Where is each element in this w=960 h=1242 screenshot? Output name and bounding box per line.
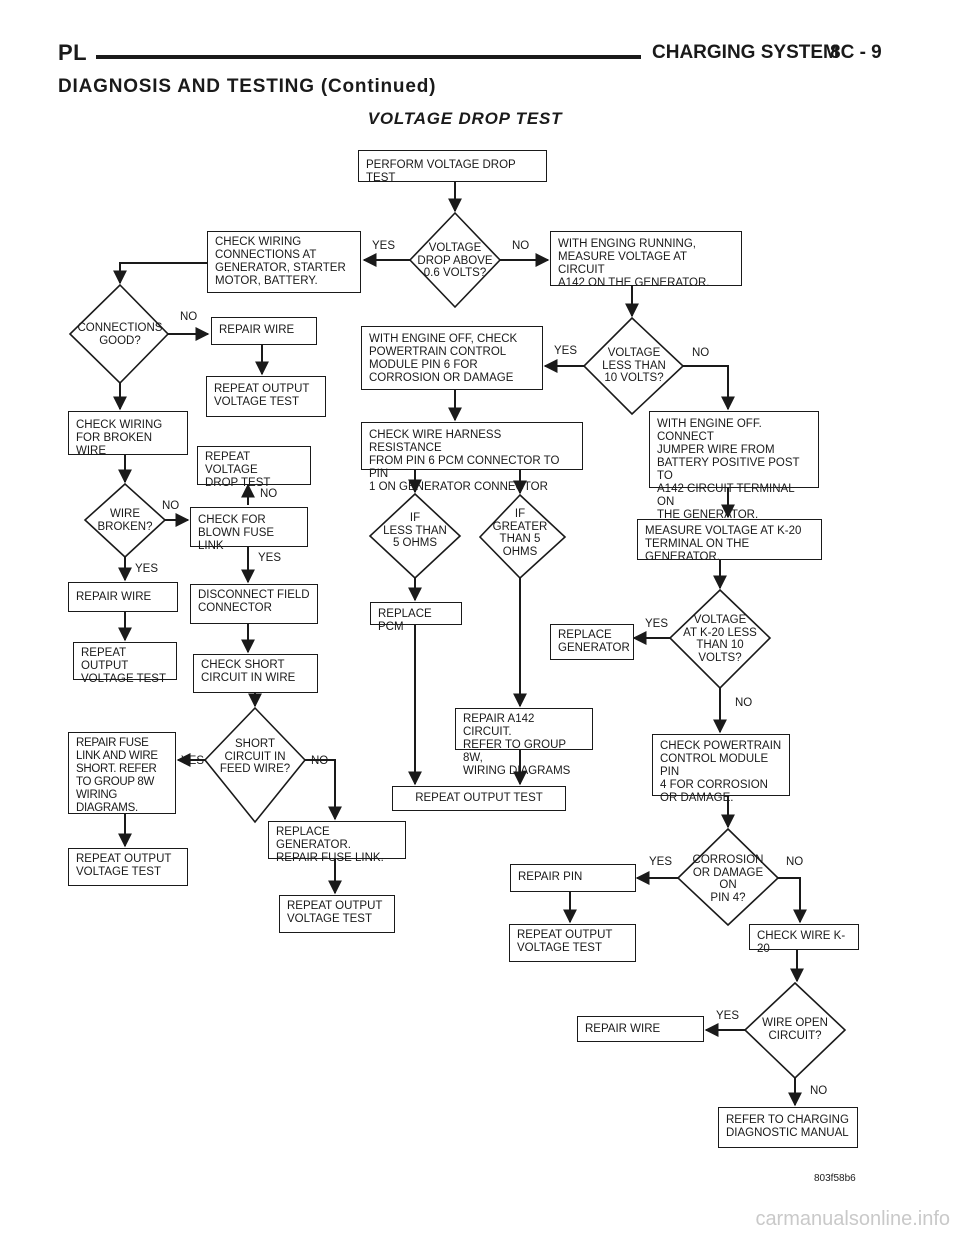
header-chapter-title: CHARGING SYSTEM: [652, 42, 839, 63]
box-engine-off-check-pin6: WITH ENGINE OFF, CHECK POWERTRAIN CONTRO…: [361, 326, 543, 390]
diagram-title: VOLTAGE DROP TEST: [367, 109, 563, 128]
decision-text-gt5: IF GREATER THAN 5 OHMS: [492, 508, 548, 558]
box-repeat-output-test: REPEAT OUTPUT TEST: [392, 786, 566, 811]
decision-text-short-feed: SHORT CIRCUIT IN FEED WIRE?: [219, 738, 291, 775]
decision-text-less10: VOLTAGE LESS THAN 10 VOLTS?: [602, 347, 666, 384]
label-yes-less10: YES: [554, 345, 578, 357]
box-repeat-voltage-drop: REPEAT VOLTAGE DROP TEST: [197, 446, 311, 489]
box-measure-voltage-k20: MEASURE VOLTAGE AT K-20 TERMINAL ON THE …: [637, 519, 822, 563]
label-no-connections: NO: [180, 311, 198, 323]
label-no-corrosion: NO: [786, 856, 804, 868]
box-connect-jumper-wire: WITH ENGINE OFF. CONNECT JUMPER WIRE FRO…: [649, 411, 819, 521]
box-replace-generator-1: REPLACE GENERATOR: [550, 624, 634, 660]
box-repair-pin: REPAIR PIN: [510, 864, 636, 892]
label-yes-short-feed: YES: [181, 755, 205, 767]
decision-text-wire-broken: WIRE BROKEN?: [97, 508, 153, 533]
box-measure-voltage-a142: WITH ENGING RUNNING, MEASURE VOLTAGE AT …: [550, 231, 742, 289]
figure-code: 803f58b6: [814, 1173, 856, 1184]
box-check-short-circuit: CHECK SHORT CIRCUIT IN WIRE: [193, 654, 318, 693]
decision-text-wire-open: WIRE OPEN CIRCUIT?: [762, 1017, 828, 1042]
header-section-code: PL: [58, 40, 88, 65]
box-perform-voltage-drop-test: PERFORM VOLTAGE DROP TEST: [358, 150, 547, 184]
box-repair-wire-1: REPAIR WIRE: [211, 317, 317, 345]
box-repair-wire-3: REPAIR WIRE: [577, 1016, 704, 1042]
label-yes-vdrop: YES: [372, 240, 396, 252]
box-check-harness-resistance: CHECK WIRE HARNESS RESISTANCE FROM PIN 6…: [361, 422, 583, 493]
section-title: DIAGNOSIS AND TESTING (Continued): [58, 76, 437, 97]
box-replace-pcm: REPLACE PCM: [370, 602, 462, 633]
box-repeat-output-voltage-4: REPEAT OUTPUT VOLTAGE TEST: [279, 895, 395, 933]
box-check-wire-k20: CHECK WIRE K-20: [749, 924, 859, 955]
label-no-k20: NO: [735, 697, 753, 709]
box-repeat-output-voltage-3: REPEAT OUTPUT VOLTAGE TEST: [68, 848, 188, 886]
box-repeat-output-voltage-1: REPEAT OUTPUT VOLTAGE TEST: [206, 376, 326, 417]
box-replace-generator-2: REPLACE GENERATOR. REPAIR FUSE LINK.: [268, 821, 406, 864]
label-no-wire-broken: NO: [162, 500, 180, 512]
header-page-number: 8C - 9: [830, 42, 882, 63]
decision-less10: [582, 316, 685, 416]
decision-text-connections: CONNECTIONS GOOD?: [77, 322, 163, 347]
header-rule: [96, 55, 641, 59]
decision-text-corrosion: CORROSION OR DAMAGE ON PIN 4?: [692, 854, 764, 904]
label-yes-wire-open: YES: [716, 1010, 740, 1022]
box-repair-fuse-link: REPAIR FUSE LINK AND WIRE SHORT. REFER T…: [68, 732, 176, 814]
box-disconnect-field-connector: DISCONNECT FIELD CONNECTOR: [190, 584, 318, 624]
watermark: carmanualsonline.info: [755, 1208, 950, 1230]
decision-text-vdrop: VOLTAGE DROP ABOVE 0.6 VOLTS?: [417, 242, 493, 279]
label-yes-corrosion: YES: [649, 856, 673, 868]
label-no-short-feed: NO: [311, 755, 329, 767]
label-yes-fuse: YES: [258, 552, 282, 564]
label-no-fuse: NO: [260, 488, 278, 500]
decision-text-lt5: IF LESS THAN 5 OHMS: [383, 512, 447, 549]
box-repair-wire-2: REPAIR WIRE: [68, 582, 178, 612]
label-yes-wire-broken: YES: [135, 563, 159, 575]
box-check-pcm-pin4: CHECK POWERTRAIN CONTROL MODULE PIN 4 FO…: [652, 734, 790, 804]
box-check-wiring-broken: CHECK WIRING FOR BROKEN WIRE: [68, 411, 188, 457]
box-repeat-output-voltage-5: REPEAT OUTPUT VOLTAGE TEST: [509, 924, 636, 962]
decision-text-k20: VOLTAGE AT K-20 LESS THAN 10 VOLTS?: [683, 614, 757, 664]
decision-vdrop: [408, 211, 502, 309]
label-no-less10: NO: [692, 347, 710, 359]
decision-short-feed: [203, 706, 307, 824]
box-check-wiring-connections: CHECK WIRING CONNECTIONS AT GENERATOR, S…: [207, 231, 361, 293]
box-repair-a142-circuit: REPAIR A142 CIRCUIT. REFER TO GROUP 8W, …: [455, 708, 593, 777]
box-repeat-output-voltage-2: REPEAT OUTPUT VOLTAGE TEST: [73, 642, 177, 685]
label-no-wire-open: NO: [810, 1085, 828, 1097]
label-no-vdrop: NO: [512, 240, 530, 252]
label-yes-k20: YES: [645, 618, 669, 630]
box-check-blown-fuse-link: CHECK FOR BLOWN FUSE LINK: [190, 507, 308, 552]
decision-corrosion: [676, 827, 780, 927]
box-refer-charging-manual: REFER TO CHARGING DIAGNOSTIC MANUAL: [718, 1107, 858, 1148]
